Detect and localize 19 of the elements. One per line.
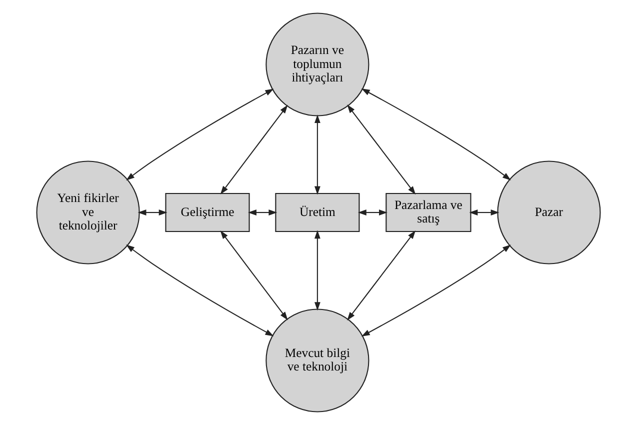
arrow (361, 244, 511, 336)
arrow (126, 244, 274, 336)
node-box: Üretim (275, 192, 360, 232)
arrow (361, 88, 511, 180)
arrow (126, 88, 274, 180)
arrow (138, 209, 168, 215)
arrow (358, 209, 388, 215)
arrow (314, 114, 320, 194)
arrow (314, 230, 320, 310)
arrow (347, 104, 416, 194)
arrow (248, 209, 278, 215)
arrow (469, 209, 500, 215)
node-box: Pazarlama ve satış (386, 192, 472, 232)
node-circle: Yeni fikirler ve teknolojiler (36, 160, 140, 264)
node-box: Geliştirme (165, 192, 250, 232)
arrow (220, 104, 288, 194)
arrow (347, 230, 416, 320)
arrow (220, 230, 288, 320)
node-circle: Pazar (497, 160, 601, 264)
